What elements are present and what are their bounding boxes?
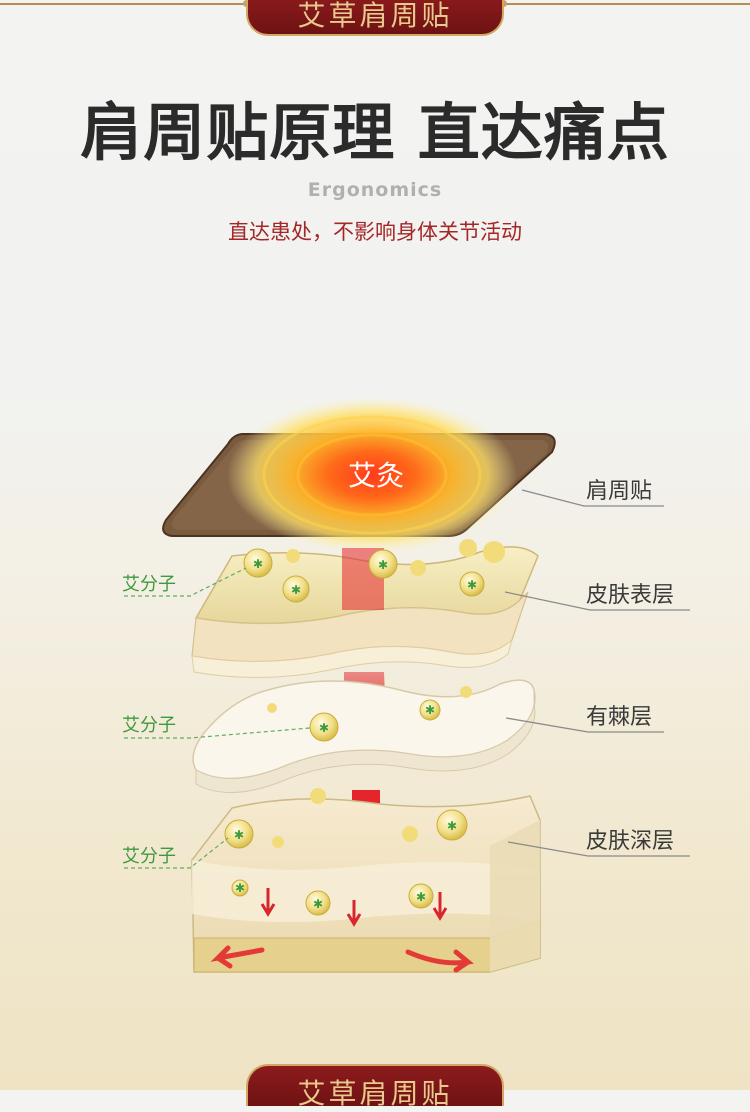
down-arrow-small-1 (260, 888, 276, 917)
svg-text:✱: ✱ (234, 828, 244, 842)
page-title: 肩周贴原理 直达痛点 (80, 96, 670, 169)
down-arrow-small-3 (432, 892, 448, 921)
svg-text:✱: ✱ (416, 890, 426, 904)
top-banner: 艾草肩周贴 (246, 0, 504, 36)
molecule-label-1: 艾分子 (122, 574, 176, 595)
top-banner-text: 艾草肩周贴 (297, 0, 453, 32)
molecule-label-3: 艾分子 (122, 846, 176, 867)
label-patch: 肩周贴 (586, 479, 652, 504)
molecule-label-2: 艾分子 (122, 715, 176, 736)
spread-arrow-left (210, 945, 265, 969)
label-skin-surface: 皮肤表层 (586, 583, 674, 608)
spinous-layer (192, 679, 536, 793)
subtitle-english: Ergonomics (307, 179, 443, 201)
label-leader-lines (504, 489, 690, 857)
svg-text:✱: ✱ (378, 558, 388, 572)
molecule-leaf-marks: ✱ ✱ ✱ ✱ ✱ ✱ ✱ ✱ ✱ ✱ ✱ (234, 557, 477, 911)
moxibustion-heat-glow (227, 397, 517, 553)
heat-ring-outer (262, 415, 482, 535)
patch-center-label: 艾灸 (348, 459, 404, 492)
bottom-banner: 艾草肩周贴 (246, 1064, 504, 1110)
svg-text:✱: ✱ (291, 583, 301, 597)
svg-text:✱: ✱ (235, 881, 245, 895)
subtitle-chinese: 直达患处，不影响身体关节活动 (228, 220, 522, 244)
mugwort-molecules (224, 539, 505, 916)
svg-text:✱: ✱ (447, 819, 457, 833)
spread-arrow-right (405, 949, 474, 973)
molecule-leader-lines (124, 567, 311, 869)
svg-text:✱: ✱ (319, 721, 329, 735)
heat-ring-inner (296, 433, 448, 517)
svg-text:✱: ✱ (425, 703, 435, 717)
label-deep-skin: 皮肤深层 (586, 829, 674, 854)
svg-text:✱: ✱ (467, 578, 477, 592)
label-spinous-layer: 有棘层 (586, 705, 652, 730)
svg-text:✱: ✱ (313, 897, 323, 911)
bottom-banner-text: 艾草肩周贴 (297, 1077, 453, 1110)
svg-text:✱: ✱ (253, 557, 263, 571)
down-arrow-small-2 (346, 900, 362, 927)
